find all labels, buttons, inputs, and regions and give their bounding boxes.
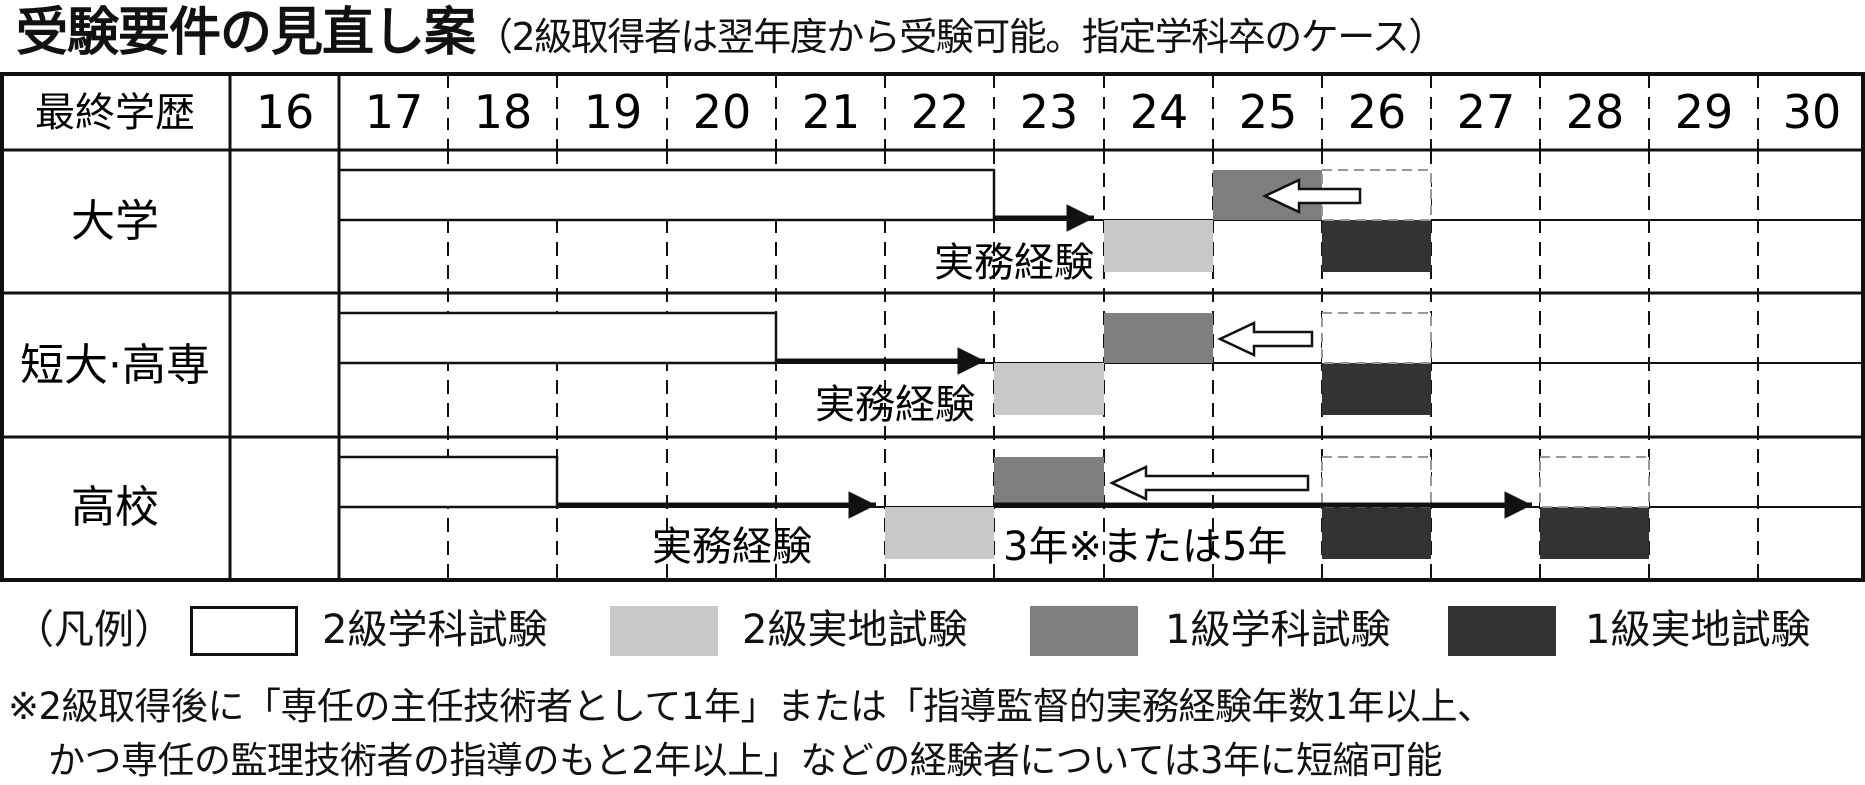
- year-label: 24: [1130, 85, 1189, 139]
- previous-exam-slot-outline: [1539, 456, 1650, 508]
- year-label: 18: [474, 85, 533, 139]
- grade1-practical-exam-block: [1540, 507, 1649, 559]
- previous-exam-slot-outline: [1321, 456, 1432, 508]
- year-label: 27: [1457, 85, 1516, 139]
- work-experience-label: 実務経験: [815, 382, 975, 428]
- year-label: 23: [1020, 85, 1079, 139]
- previous-exam-slot-outline: [1321, 312, 1432, 364]
- year-label: 25: [1239, 85, 1298, 139]
- legend-label-grade2-practical: 2級実地試験: [742, 607, 968, 653]
- experience-years-note: 3年※または5年: [1003, 524, 1287, 570]
- grade2-practical-exam-block: [1104, 220, 1213, 272]
- grade1-practical-exam-block: [1322, 363, 1431, 415]
- grade1-written-exam-block: [994, 457, 1104, 507]
- work-experience-label: 実務経験: [934, 240, 1094, 286]
- exam-blocks: [337, 168, 1650, 559]
- row-label-university: 大学: [71, 196, 159, 247]
- grade2-written-exam-bar: [337, 311, 778, 365]
- legend-label-grade1-written: 1級学科試験: [1165, 607, 1391, 653]
- title-main: 受験要件の見直し案: [16, 3, 476, 63]
- footnote-line-1: ※2級取得後に「専任の主任技術者として1年」または「指導監督的実務経験年数1年以…: [8, 685, 1494, 728]
- year-label: 17: [365, 85, 424, 139]
- grade2-written-exam-bar: [337, 168, 996, 222]
- grade2-practical-exam-block: [994, 363, 1104, 415]
- schedule-moved-earlier-arrow: [1262, 178, 1362, 214]
- table-labels: 最終学歴 16 17 18 19 20 21 22 23 24 25 26 27…: [20, 85, 1841, 570]
- arrows: [557, 178, 1532, 519]
- year-label: 26: [1348, 85, 1407, 139]
- grade1-practical-exam-block: [1322, 507, 1431, 559]
- legend-swatch-grade1-written: [1030, 606, 1138, 656]
- title-subtitle: （2級取得者は翌年度から受験可能。指定学科卒のケース）: [475, 15, 1446, 59]
- grade2-practical-exam-block: [885, 507, 994, 559]
- year-label: 30: [1783, 85, 1842, 139]
- grade1-practical-exam-block: [1322, 220, 1431, 272]
- row-label-junior-college: 短大·高専: [20, 340, 210, 391]
- year-label: 21: [802, 85, 861, 139]
- legend-label-grade2-written: 2級学科試験: [322, 607, 548, 653]
- year-label: 16: [256, 85, 315, 139]
- legend-swatch-grade1-practical: [1448, 606, 1556, 656]
- header-label: 最終学歴: [35, 90, 195, 136]
- row-label-high-school: 高校: [71, 482, 159, 533]
- legend-label-grade1-practical: 1級実地試験: [1585, 607, 1811, 653]
- diagram-title: 受験要件の見直し案（2級取得者は翌年度から受験可能。指定学科卒のケース）: [16, 0, 1446, 68]
- year-label: 28: [1566, 85, 1625, 139]
- timeline-table: 最終学歴 16 17 18 19 20 21 22 23 24 25 26 27…: [0, 72, 1865, 582]
- year-label: 19: [584, 85, 643, 139]
- year-label: 29: [1675, 85, 1734, 139]
- year-label: 20: [693, 85, 752, 139]
- outer-border: [0, 72, 1865, 582]
- grade2-written-exam-bar: [337, 455, 559, 509]
- year-label: 22: [911, 85, 970, 139]
- table-frame: [0, 72, 1865, 582]
- legend-prefix: （凡例）: [14, 607, 174, 653]
- work-experience-label: 実務経験: [652, 524, 812, 570]
- legend-swatch-grade2-practical: [610, 606, 718, 656]
- schedule-moved-earlier-arrow: [1109, 465, 1310, 501]
- grade1-written-exam-block: [1104, 313, 1213, 363]
- schedule-moved-earlier-arrow: [1217, 321, 1314, 357]
- legend-swatch-grade2-written: [190, 606, 298, 656]
- footnote-line-2: かつ専任の監理技術者の指導のもと2年以上」などの経験者については3年に短縮可能: [48, 739, 1443, 782]
